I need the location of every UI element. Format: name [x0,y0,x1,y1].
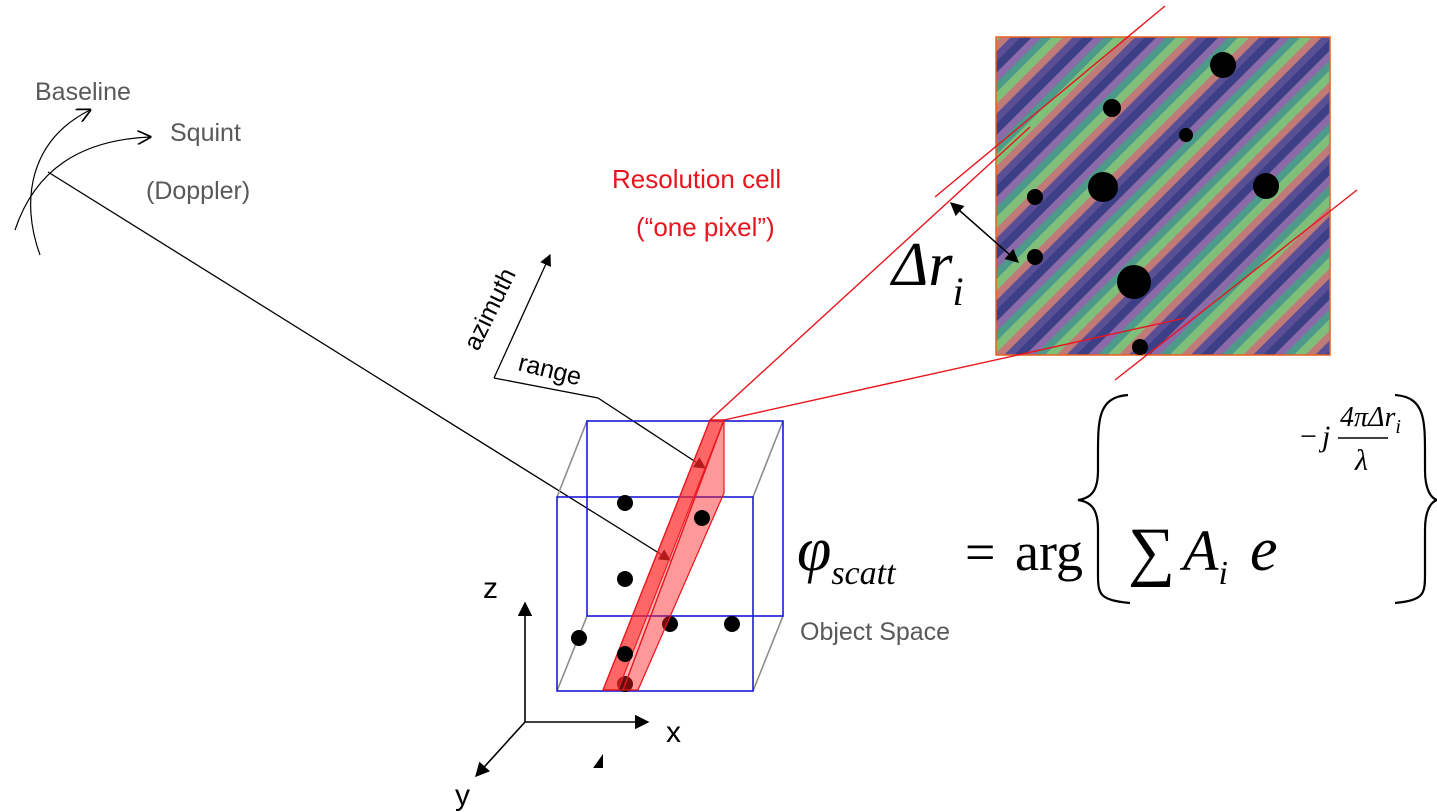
zoom-guide-lines [709,5,1358,421]
object-space-cube [556,420,784,692]
label-object-space: Object Space [800,618,950,646]
formula-equals: = [965,522,995,582]
label-resolution-cell: Resolution cell [612,164,781,194]
line-of-sight [47,171,671,561]
range-arrow [493,377,706,469]
resolution-cell-planes [602,419,725,691]
formula-numerator: 4πΔri [1340,402,1401,438]
formula-sum: ∑ [1128,515,1175,588]
formula-A: Ai [1179,518,1228,592]
scatterer-dots [571,495,740,692]
coordinate-axes [475,601,650,778]
small-triangle-marker [593,754,603,768]
formula-e: e [1250,516,1278,584]
formula-arg: arg [1015,522,1083,582]
formula-denominator: λ [1354,444,1368,477]
formula-j: j [1318,420,1330,453]
label-doppler: (Doppler) [146,177,250,205]
delta-r-arrow [949,202,1020,263]
label-azimuth: azimuth [458,264,522,355]
scatterer-dots-in-cell [617,510,710,662]
axis-label-x: x [666,716,681,749]
label-baseline: Baseline [35,78,131,106]
formula-minus: − [1300,420,1317,453]
delta-r-symbol: Δri [889,231,964,314]
label-squint: Squint [170,119,241,147]
formula-phi: φscatt [797,516,897,592]
label-one-pixel: (“one pixel”) [636,212,775,242]
phase-formula: φscatt = arg ∑ Ai e − j 4πΔri λ [797,393,1437,605]
label-range: range [516,349,585,392]
axis-label-y: y [455,779,470,812]
axis-label-z: z [483,572,498,605]
satellite-orbit-curves [14,110,150,256]
pixel-zoom-image [995,36,1331,356]
formula-right-brace [1394,393,1437,605]
azimuth-arrow [493,253,551,379]
formula-left-brace [1077,393,1131,605]
